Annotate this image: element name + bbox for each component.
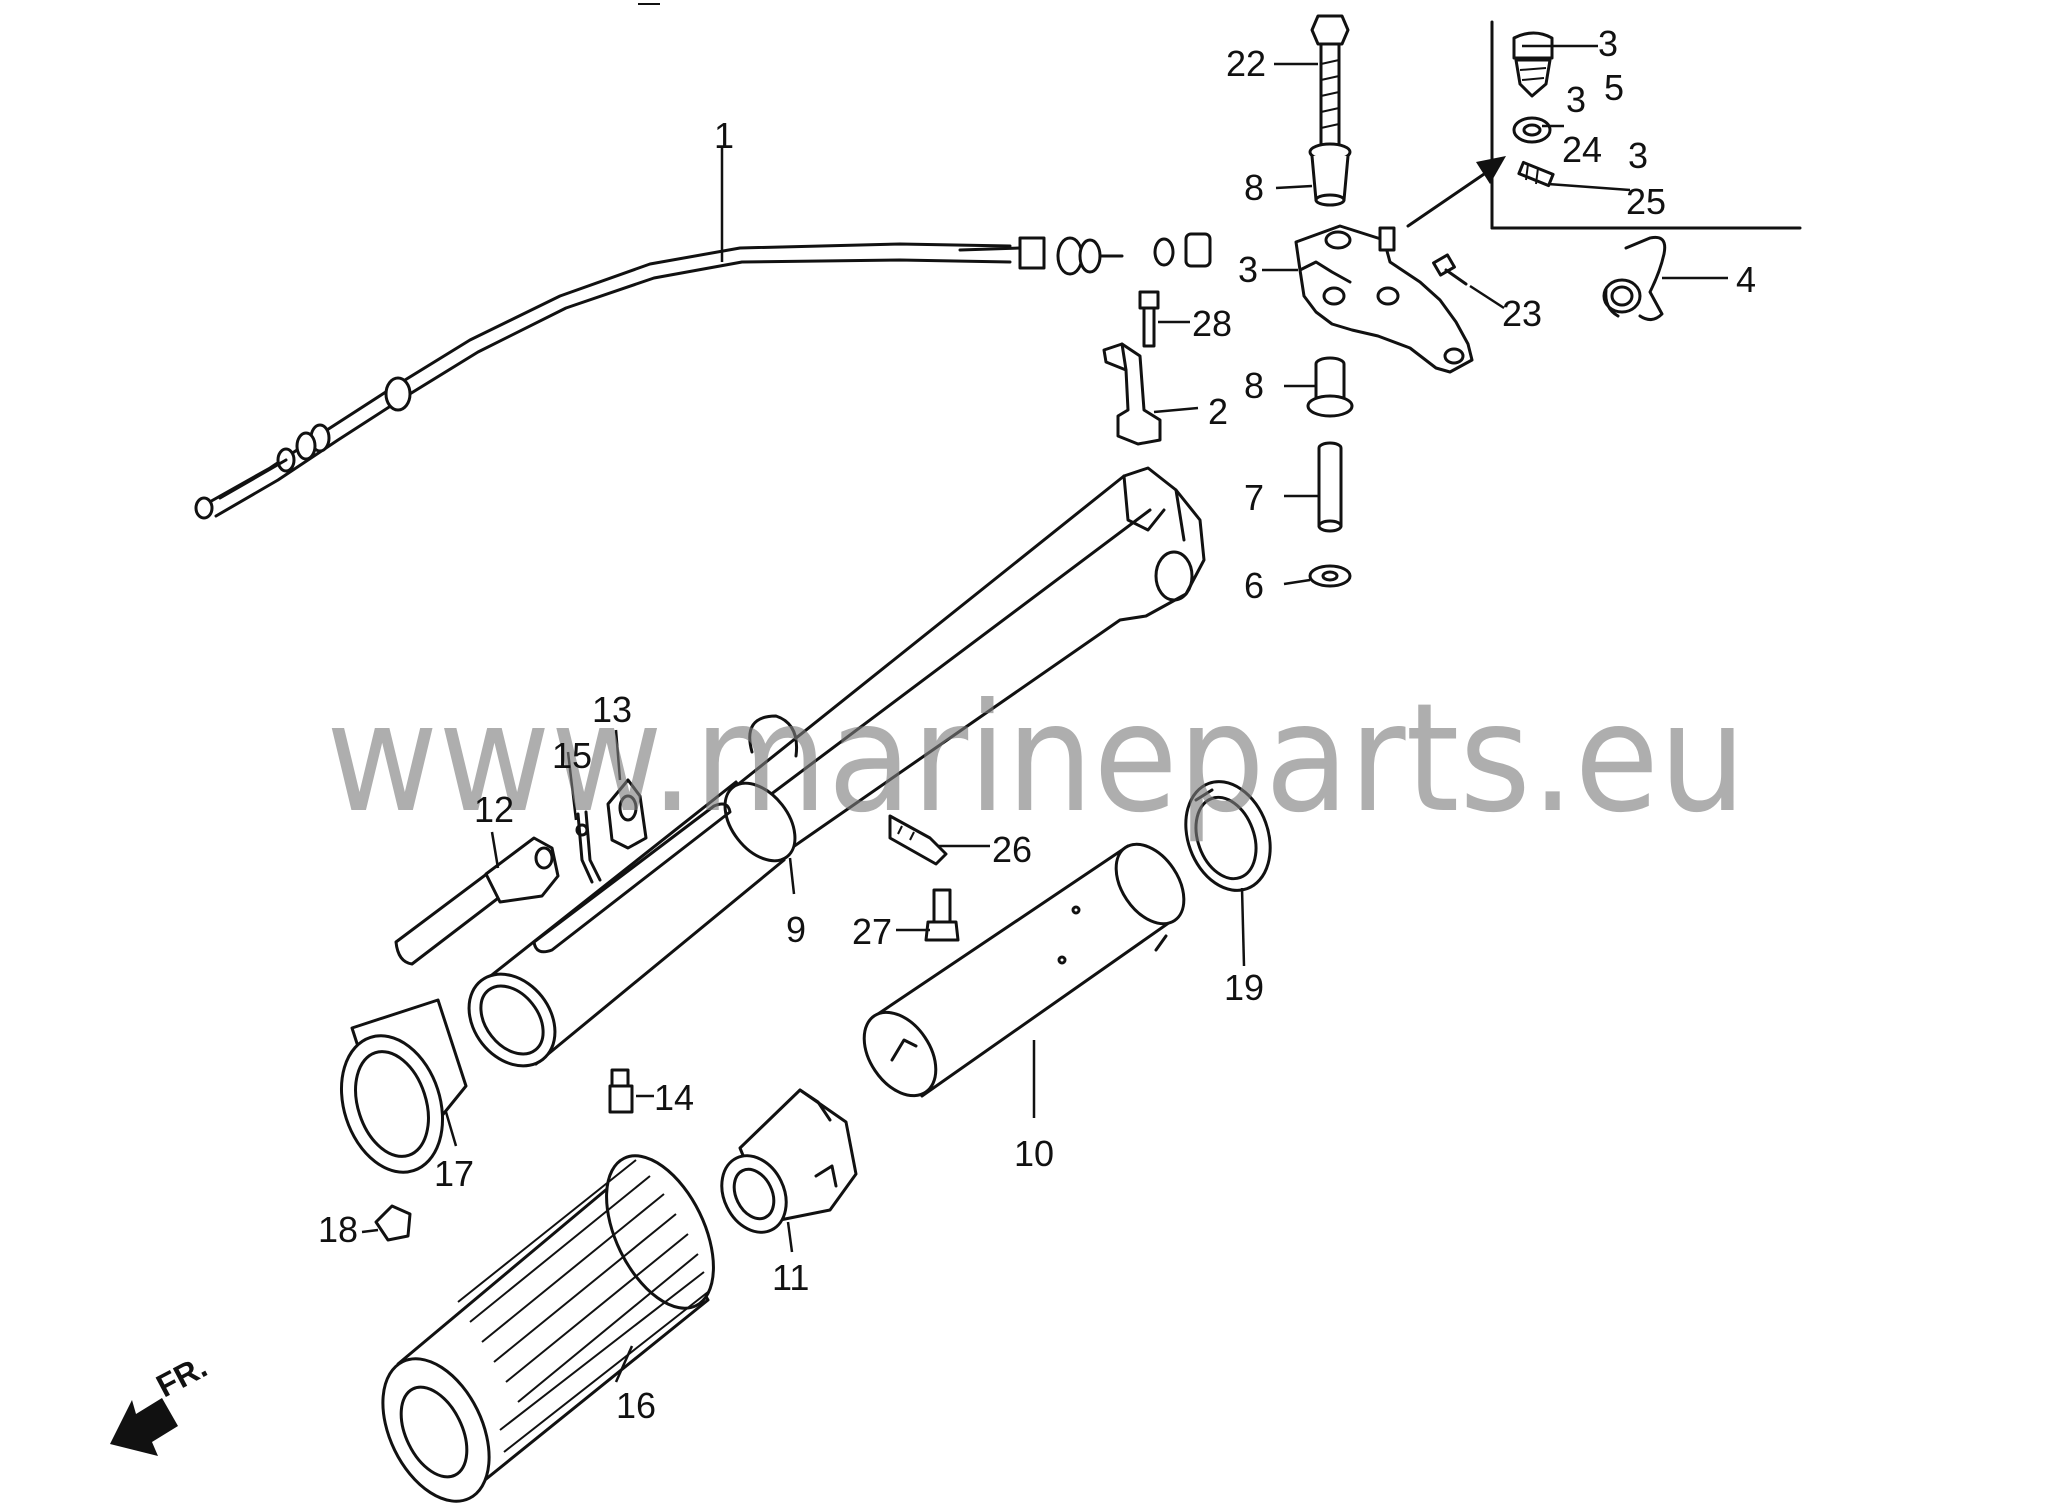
- front-direction-arrow: [110, 1398, 178, 1456]
- part-number-23: 23: [1502, 293, 1542, 334]
- part-number-8: 8: [1244, 365, 1264, 406]
- part-number-17: 17: [434, 1153, 474, 1194]
- part-number-19: 19: [1224, 967, 1264, 1008]
- part-number-12: 12: [474, 789, 514, 830]
- part-number-13: 13: [592, 689, 632, 730]
- part-number-3: 3: [1598, 23, 1618, 64]
- watermark: www.marineparts.eu: [326, 672, 1746, 846]
- part-number-5: 5: [1604, 67, 1624, 108]
- part-number-10: 10: [1014, 1133, 1054, 1174]
- part-26: [888, 814, 948, 866]
- collar-8-lower: [1306, 356, 1354, 418]
- part-number-24: 24: [1562, 129, 1602, 170]
- screw-14: [608, 1068, 634, 1114]
- detail-arrow: [1406, 168, 1492, 228]
- collar-8-upper: [1308, 142, 1352, 207]
- spring-4: [1602, 235, 1667, 321]
- leader-lines: [361, 44, 1728, 1383]
- part-number-8: 8: [1244, 167, 1264, 208]
- part-number-3: 3: [1566, 79, 1586, 120]
- part-12: [394, 836, 560, 966]
- tiller-arm-9: [467, 466, 1206, 1068]
- part-number-3: 3: [1628, 135, 1648, 176]
- part-number-25: 25: [1626, 181, 1666, 222]
- part-number-2: 2: [1208, 391, 1228, 432]
- bolt-22: [1310, 14, 1350, 150]
- part-number-15: 15: [552, 735, 592, 776]
- collar-11: [720, 1088, 858, 1234]
- part-13: [606, 778, 648, 850]
- part-number-27: 27: [852, 911, 892, 952]
- part-number-9: 9: [786, 909, 806, 950]
- detail-arrowhead: [1476, 156, 1506, 184]
- ring-19: [1184, 780, 1272, 892]
- part-number-11: 11: [772, 1257, 809, 1298]
- end-cap-17: [339, 998, 468, 1174]
- part-15: [575, 810, 602, 884]
- screw-27: [924, 888, 960, 942]
- part-number-28: 28: [1192, 303, 1232, 344]
- screw-23: [1432, 253, 1468, 286]
- part-labels: 1 2 3 3 3 3 4 5 6 7 8 8 9 10 11 12 13 14…: [318, 23, 1756, 1426]
- part-number-6: 6: [1244, 565, 1264, 606]
- part-number-1: 1: [714, 115, 734, 156]
- bracket-2: [1102, 342, 1162, 446]
- detail-inset: [1490, 20, 1802, 230]
- part-number-3: 3: [1238, 249, 1258, 290]
- part-number-18: 18: [318, 1209, 358, 1250]
- washer-6: [1308, 564, 1352, 588]
- front-marker-label: FR.: [150, 1348, 212, 1404]
- part-18: [374, 1204, 412, 1242]
- screw-28: [1138, 290, 1160, 348]
- lever-plate-3: [1294, 224, 1474, 374]
- part-number-4: 4: [1736, 259, 1756, 300]
- part-number-14: 14: [654, 1077, 694, 1118]
- part-number-22: 22: [1226, 43, 1266, 84]
- grip-16: [381, 1154, 715, 1503]
- pin-7: [1317, 441, 1343, 533]
- part-number-7: 7: [1244, 477, 1264, 518]
- part-number-16: 16: [616, 1385, 656, 1426]
- part-number-26: 26: [992, 829, 1032, 870]
- throttle-cable: [194, 232, 1212, 520]
- throttle-tube-10: [862, 842, 1186, 1098]
